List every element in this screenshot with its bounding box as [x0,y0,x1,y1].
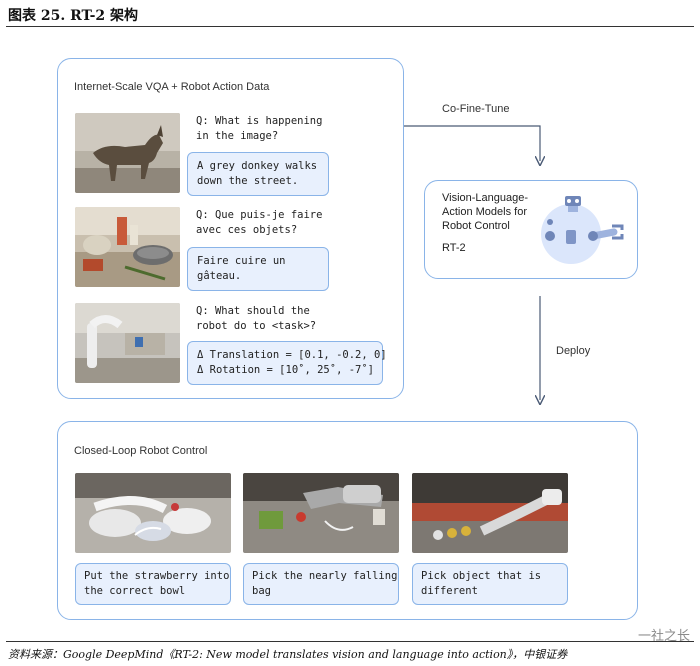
closed-loop-label: Closed-Loop Robot Control [74,445,207,457]
footer-divider [6,641,694,642]
action-bubble: Δ Translation = [0.1, -0.2, 0] Δ Rotatio… [187,341,383,385]
question-text: Q: What should the robot do to <task>? [196,304,316,334]
answer-bubble: A grey donkey walks down the street. [187,152,329,196]
task-caption: Pick object that is different [412,563,568,605]
robot-arm-photo [75,303,180,383]
title-divider [6,26,694,27]
cofinetune-label: Co-Fine-Tune [442,103,509,115]
robot-icon [538,192,633,267]
falling-bag-photo [243,473,399,553]
donkey-photo [75,113,180,193]
vla-title: Vision-Language- Action Models for Robot… [442,191,528,233]
different-object-photo [412,473,568,553]
figure-title: 图表 25. RT-2 架构 [8,5,138,25]
vqa-panel-label: Internet-Scale VQA + Robot Action Data [74,81,269,93]
task-caption: Pick the nearly falling bag [243,563,399,605]
deploy-label: Deploy [556,345,590,357]
model-name: RT-2 [442,241,466,255]
cofinetune-arrow [404,126,540,161]
answer-bubble: Faire cuire un gâteau. [187,247,329,291]
task-caption: Put the strawberry into the correct bowl [75,563,231,605]
question-text: Q: Que puis-je faire avec ces objets? [196,208,322,238]
source-note: 资料来源：Google DeepMind《RT-2: New model tra… [8,646,567,662]
question-text: Q: What is happening in the image? [196,114,322,144]
strawberry-bowl-photo [75,473,231,553]
kitchen-table-photo [75,207,180,287]
